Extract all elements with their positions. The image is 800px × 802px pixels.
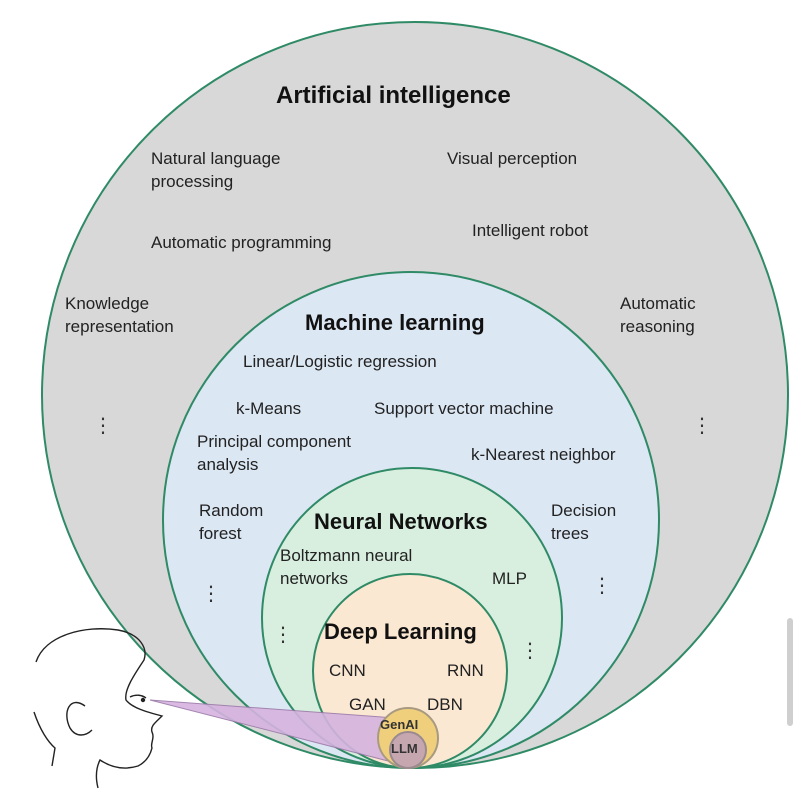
ai-title: Artificial intelligence xyxy=(276,82,511,109)
ai-item: Natural language processing xyxy=(151,149,281,191)
nn-item: MLP xyxy=(492,569,527,588)
dl-item: DBN xyxy=(427,695,463,714)
ai-more-ellipsis: ⋮ xyxy=(93,413,113,437)
nn-more-ellipsis: ⋮ xyxy=(520,638,540,662)
ai-more-ellipsis: ⋮ xyxy=(692,413,712,437)
ai-item: Knowledge representation xyxy=(65,294,174,336)
dl-title: Deep Learning xyxy=(324,619,477,644)
nn-item: Boltzmann neural networks xyxy=(280,546,413,588)
ml-item: k-Nearest neighbor xyxy=(471,445,616,464)
dl-item: GAN xyxy=(349,695,386,714)
ai-item: Automatic reasoning xyxy=(620,294,696,336)
scrollbar[interactable] xyxy=(787,618,793,726)
ml-more-ellipsis: ⋮ xyxy=(592,573,612,597)
face-outline-icon xyxy=(33,628,164,789)
ml-item: Support vector machine xyxy=(374,399,554,418)
ml-item: Principal component analysis xyxy=(197,432,352,474)
dl-item: RNN xyxy=(447,661,484,680)
ai-item: Automatic programming xyxy=(151,233,332,252)
ml-item: Random forest xyxy=(199,501,264,543)
ml-title: Machine learning xyxy=(305,310,485,335)
llm-circle xyxy=(389,731,427,769)
nn-more-ellipsis: ⋮ xyxy=(273,622,293,646)
ml-item: Linear/Logistic regression xyxy=(243,352,437,371)
ml-more-ellipsis: ⋮ xyxy=(201,581,221,605)
dl-item: CNN xyxy=(329,661,366,680)
genai-label: GenAI xyxy=(380,717,419,732)
ai-item: Visual perception xyxy=(447,149,578,168)
ml-item: k-Means xyxy=(236,399,302,418)
nn-title: Neural Networks xyxy=(314,509,488,534)
ml-item: Decision trees xyxy=(551,501,617,543)
ai-item: Intelligent robot xyxy=(472,221,589,240)
llm-label: LLM xyxy=(391,741,418,756)
